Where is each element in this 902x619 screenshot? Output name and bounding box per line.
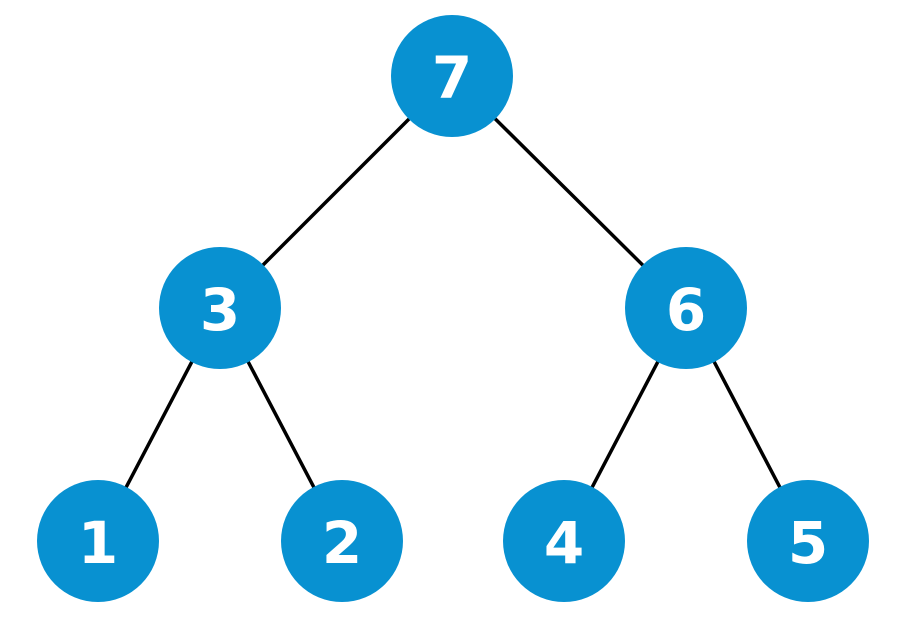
- node-label: 3: [200, 276, 240, 344]
- tree-node-4: 4: [503, 480, 625, 602]
- tree-node-3: 3: [159, 247, 281, 369]
- node-circle: [159, 247, 281, 369]
- node-circle: [747, 480, 869, 602]
- nodes-layer: 7 3 6 1 2 4 5: [37, 15, 869, 602]
- node-circle: [391, 15, 513, 137]
- node-circle: [625, 247, 747, 369]
- node-label: 5: [788, 509, 828, 577]
- tree-node-7: 7: [391, 15, 513, 137]
- node-circle: [37, 480, 159, 602]
- node-circle: [503, 480, 625, 602]
- node-label: 6: [666, 276, 706, 344]
- node-label: 4: [544, 509, 584, 577]
- tree-node-2: 2: [281, 480, 403, 602]
- node-label: 7: [432, 44, 472, 112]
- node-label: 2: [322, 509, 362, 577]
- tree-node-1: 1: [37, 480, 159, 602]
- node-label: 1: [78, 509, 118, 577]
- tree-node-6: 6: [625, 247, 747, 369]
- tree-node-5: 5: [747, 480, 869, 602]
- node-circle: [281, 480, 403, 602]
